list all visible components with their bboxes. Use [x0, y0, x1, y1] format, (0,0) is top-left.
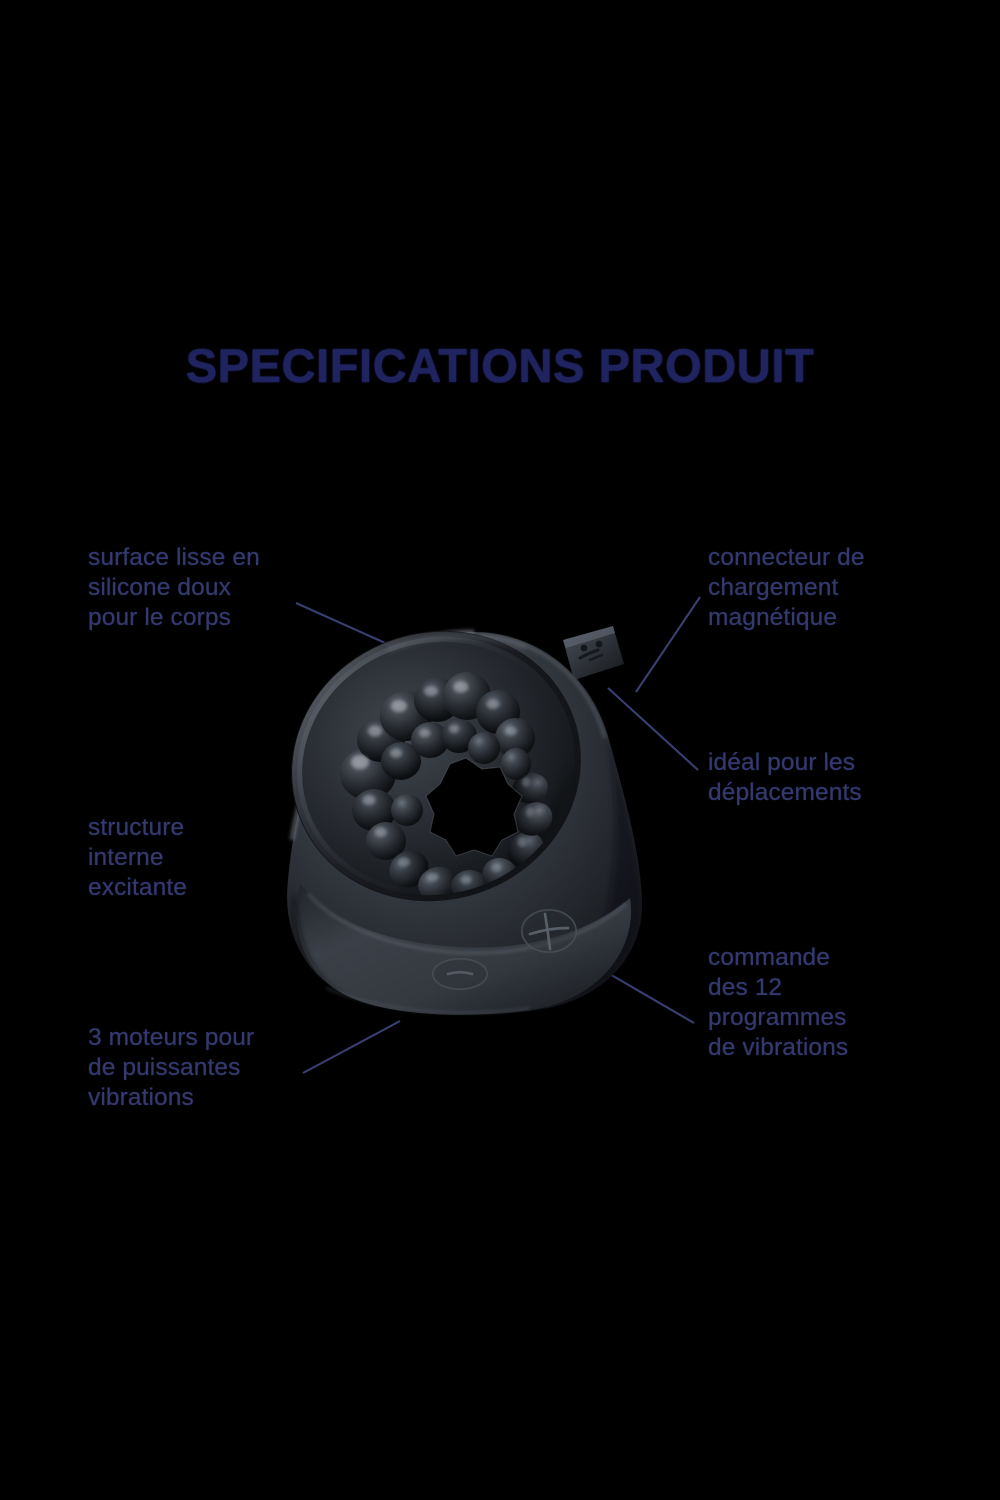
control-buttons: [432, 909, 577, 990]
decrease-intensity-button[interactable]: [432, 958, 488, 990]
annotation-label-surface: surface lisse en silicone doux pour le c…: [88, 544, 260, 631]
product-illustration: [287, 626, 643, 1015]
increase-intensity-button[interactable]: [521, 909, 577, 953]
page-title: SPECIFICATIONS PRODUIT: [185, 339, 815, 392]
center-aperture: [425, 757, 523, 857]
annotation-label-connecteur: connecteur de chargement magnétique: [708, 544, 865, 631]
annotation-label-structure: structure interne excitante: [88, 814, 187, 901]
annotation-label-commande: commande des 12 programmes de vibrations: [708, 944, 849, 1061]
annotation-label-ideal: idéal pour les déplacements: [708, 749, 862, 806]
internal-bead-structure: [340, 672, 553, 905]
magnetic-charging-connector-tab: [563, 626, 624, 680]
product-image: [268, 588, 708, 1048]
product-base-skirt: [292, 884, 632, 1015]
annotation-label-moteurs: 3 moteurs pour de puissantes vibrations: [88, 1024, 255, 1111]
